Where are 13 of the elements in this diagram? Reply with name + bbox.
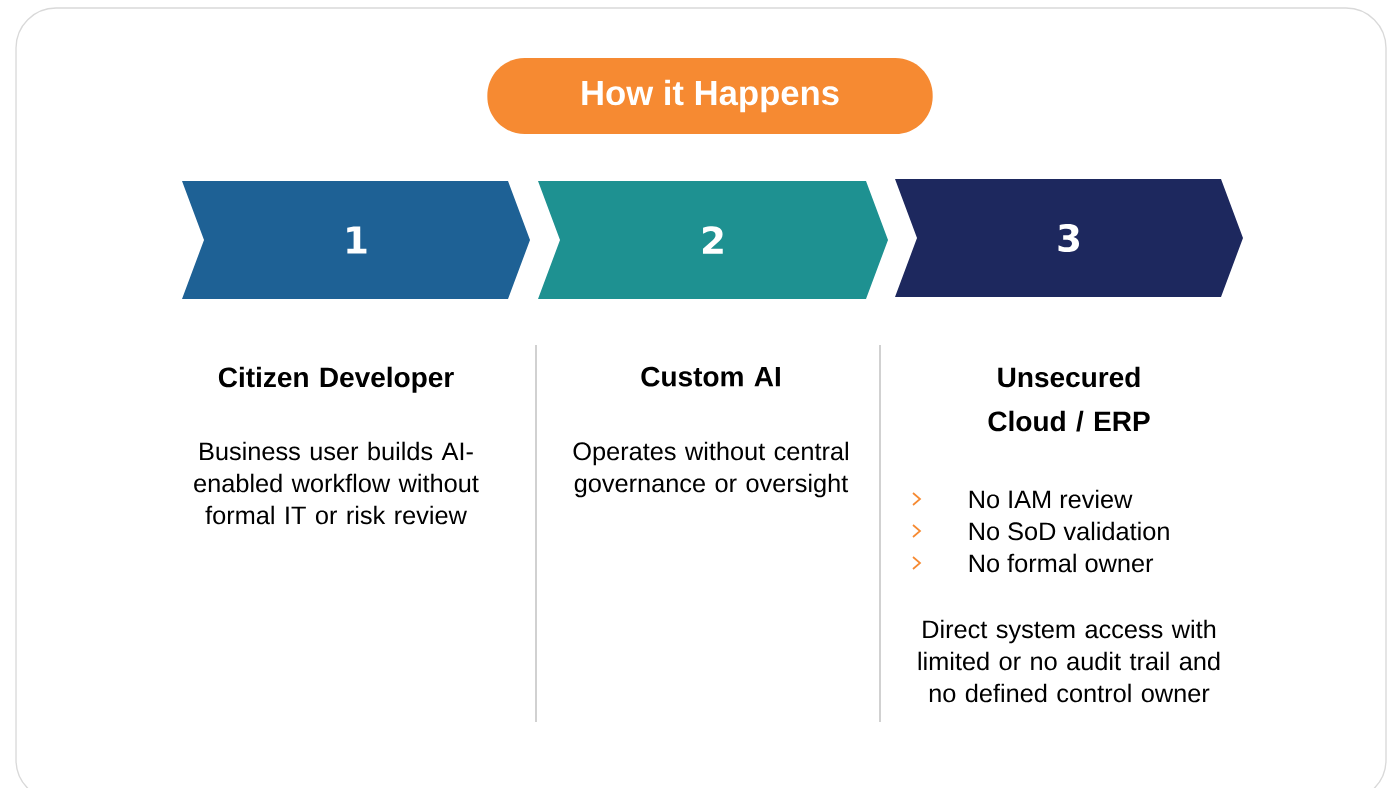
bullet-text: No formal owner xyxy=(969,553,1154,573)
column-heading: Citizen Developer xyxy=(218,366,454,393)
chevron-step: 2 xyxy=(538,181,888,299)
column-heading: Unsecured Cloud / ERP xyxy=(988,366,1150,432)
description-text: Business user builds AI-enabled workflow without formal IT or risk review xyxy=(194,441,479,525)
chevron-step: 1 xyxy=(182,181,530,299)
description-text: Operates without central governance or oversight xyxy=(573,441,849,498)
column-heading: Custom AI xyxy=(641,366,780,387)
title-pill: How it Happens xyxy=(487,58,933,134)
bullet-text: No SoD validation xyxy=(969,521,1169,541)
description-text: Direct system access with limited or no audit trail and no defined control owner xyxy=(918,619,1220,703)
chevron-step: 3 xyxy=(895,179,1243,297)
bullet-text: No IAM review xyxy=(969,489,1133,509)
